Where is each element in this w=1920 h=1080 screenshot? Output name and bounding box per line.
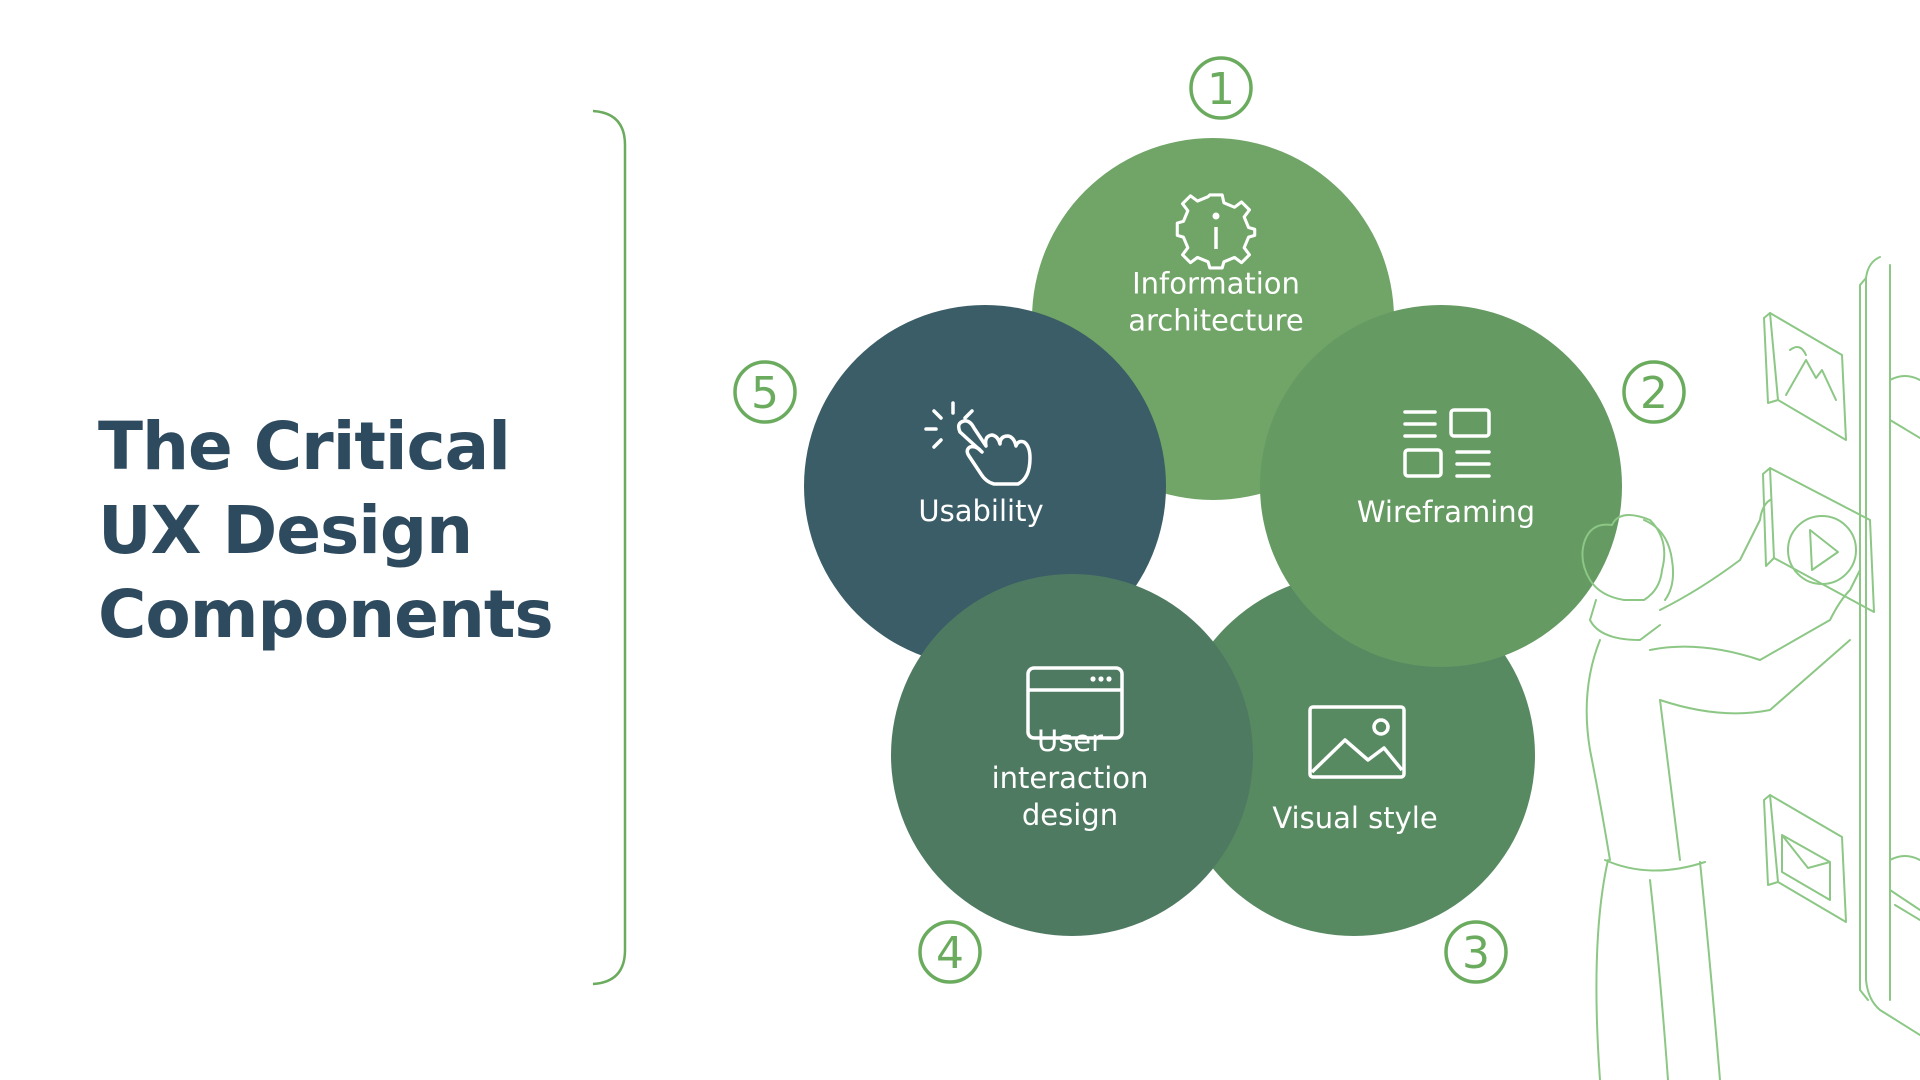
label-line: design bbox=[1022, 798, 1118, 832]
svg-text:5: 5 bbox=[751, 368, 779, 419]
label-line: interaction bbox=[992, 761, 1149, 795]
page-title: The Critical UX Design Components bbox=[98, 405, 554, 657]
bracket-divider bbox=[592, 109, 627, 986]
label-line: Visual style bbox=[1272, 801, 1437, 835]
title-line-3: Components bbox=[98, 576, 554, 653]
number-badge-1: 1 bbox=[1189, 56, 1253, 120]
svg-text:1: 1 bbox=[1207, 64, 1235, 115]
number-badge-3: 3 bbox=[1444, 920, 1508, 984]
number-badge-5: 5 bbox=[733, 360, 797, 424]
label-usability: Usability bbox=[918, 494, 1043, 528]
browser-window-icon bbox=[1026, 666, 1124, 740]
person-with-phone-illustration bbox=[1581, 256, 1920, 1080]
image-icon bbox=[1308, 705, 1406, 779]
number-badge-4: 4 bbox=[918, 920, 982, 984]
label-visual-style: Visual style bbox=[1272, 801, 1437, 835]
label-line: Information bbox=[1132, 267, 1300, 301]
circle-wireframing bbox=[1260, 305, 1622, 667]
label-line: User bbox=[1037, 724, 1103, 758]
gear-info-icon bbox=[1175, 193, 1257, 270]
pointer-hand-icon bbox=[924, 401, 1032, 486]
number-badge-2: 2 bbox=[1622, 360, 1686, 424]
title-line-1: The Critical bbox=[98, 408, 511, 485]
svg-text:4: 4 bbox=[936, 928, 964, 979]
svg-text:3: 3 bbox=[1462, 928, 1490, 979]
circle-user-interaction-design bbox=[891, 574, 1253, 936]
label-line: architecture bbox=[1128, 304, 1303, 338]
label-line: Usability bbox=[918, 494, 1043, 528]
label-wireframing: Wireframing bbox=[1357, 495, 1535, 529]
title-line-2: UX Design bbox=[98, 492, 473, 569]
wireframe-layout-icon bbox=[1403, 408, 1491, 478]
svg-text:2: 2 bbox=[1640, 368, 1668, 419]
label-line: Wireframing bbox=[1357, 495, 1535, 529]
